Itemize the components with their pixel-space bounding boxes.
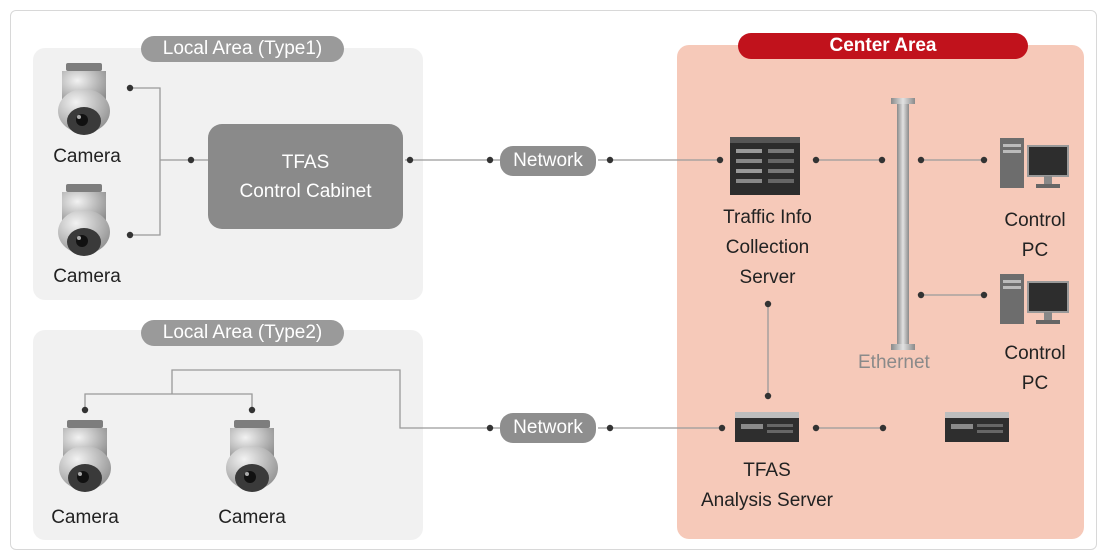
camera-label: Camera — [51, 507, 119, 528]
control-pc-line1: Control — [1004, 343, 1066, 364]
center-area-title: Center Area — [738, 33, 1028, 59]
rack-server-icon — [735, 412, 799, 442]
rack-server-icon — [945, 412, 1009, 442]
camera-label: Camera — [53, 146, 121, 167]
control-pc-line1: Control — [1004, 210, 1066, 231]
cabinet-line2: Control Cabinet — [239, 180, 372, 202]
camera-label: Camera — [218, 507, 286, 528]
desktop-pc-icon — [1000, 274, 1069, 324]
dome-camera-icon — [226, 420, 278, 492]
network-pill: Network — [500, 413, 596, 443]
collection-server-label: Traffic Info Collection Server — [690, 203, 845, 293]
desktop-pc-icon — [1000, 138, 1069, 188]
local-area-type1-title: Local Area (Type1) — [141, 36, 344, 62]
ethernet-pole-icon — [891, 98, 915, 350]
collection-server-line3: Server — [739, 267, 796, 288]
rack-server-icon — [730, 137, 800, 195]
analysis-server-line2: Analysis Server — [701, 490, 833, 511]
control-pc-line2: PC — [1021, 373, 1049, 394]
analysis-server-label: TFAS Analysis Server — [682, 456, 852, 516]
control-pc-line2: PC — [1021, 240, 1049, 261]
control-pc-label: Control PC — [990, 206, 1080, 266]
collection-server-line1: Traffic Info — [723, 207, 812, 228]
local-area-type2-title: Local Area (Type2) — [141, 320, 344, 346]
ethernet-label: Ethernet — [858, 352, 930, 373]
dome-camera-icon — [58, 184, 110, 256]
collection-server-line2: Collection — [725, 237, 810, 258]
dome-camera-icon — [58, 63, 110, 135]
dome-camera-icon — [59, 420, 111, 492]
analysis-server-line1: TFAS — [743, 460, 791, 481]
tfas-control-cabinet: TFAS Control Cabinet — [208, 124, 403, 229]
camera-label: Camera — [53, 266, 121, 287]
control-pc-label: Control PC — [990, 339, 1080, 399]
cabinet-line1: TFAS — [281, 151, 330, 173]
network-pill: Network — [500, 146, 596, 176]
